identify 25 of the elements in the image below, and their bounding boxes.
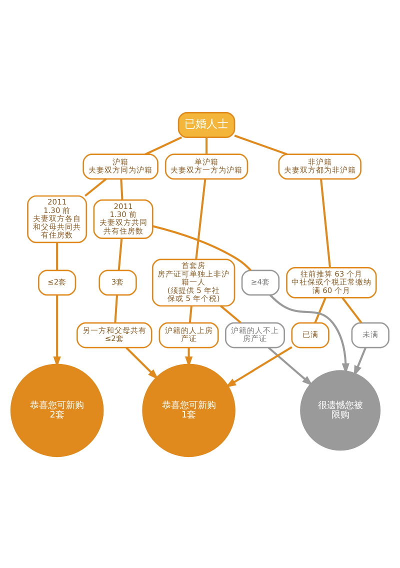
arrow [269, 294, 350, 374]
connector [84, 178, 107, 196]
connector [114, 294, 118, 322]
arrow [225, 346, 292, 388]
connector [320, 178, 331, 268]
connector [220, 304, 242, 324]
connector [206, 136, 208, 154]
node-box: 已婚人士 [178, 112, 236, 138]
connector [314, 297, 326, 323]
connector [188, 305, 192, 322]
arrow [268, 346, 313, 386]
arrow [126, 346, 159, 380]
connector [120, 178, 124, 200]
node-circle: 恭喜您可新购 2套 [10, 363, 104, 457]
connector [234, 134, 288, 155]
arrow [354, 346, 366, 376]
arrow [53, 294, 61, 367]
node-circle: 恭喜您可新购 1套 [142, 363, 236, 457]
connector [195, 178, 206, 259]
connector [152, 224, 252, 271]
connector [56, 242, 58, 270]
arrow [184, 347, 193, 367]
connector [144, 136, 182, 155]
connector [342, 296, 362, 324]
connector [118, 238, 123, 270]
